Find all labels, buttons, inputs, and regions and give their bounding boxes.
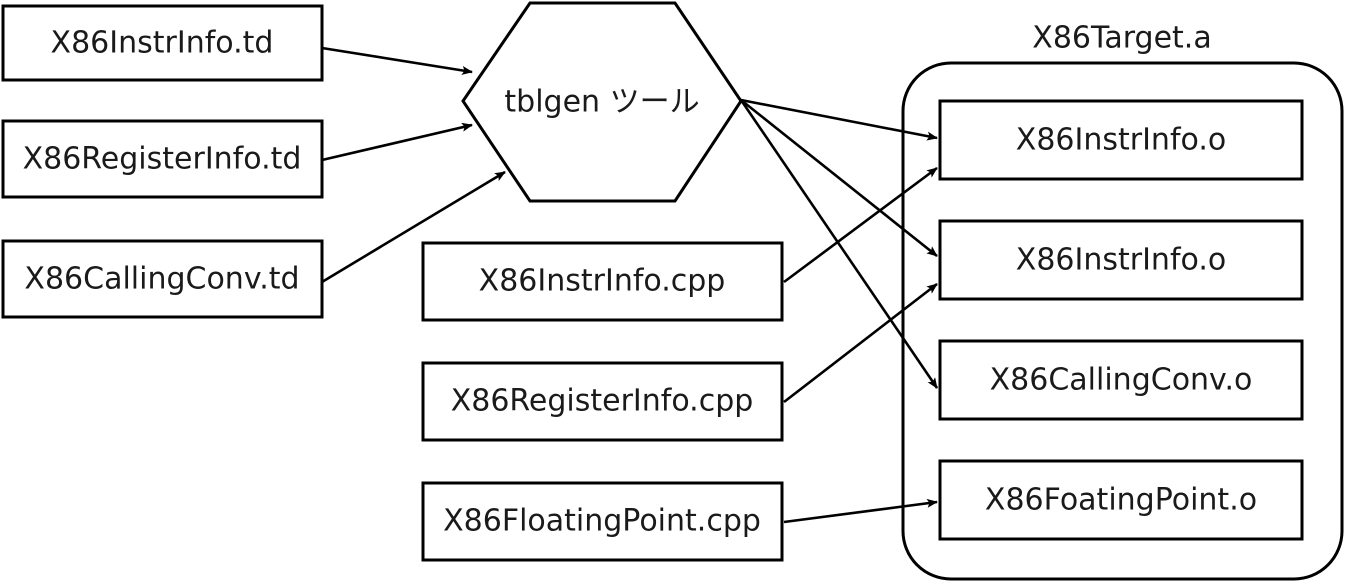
td-input-label-0: X86InstrInfo.td xyxy=(51,26,274,61)
td-input-node-1[interactable]: X86RegisterInfo.td xyxy=(1,119,324,199)
cpp-source-label-1: X86RegisterInfo.cpp xyxy=(451,384,754,419)
td-input-label-1: X86RegisterInfo.td xyxy=(23,142,302,177)
cpp-source-node-0[interactable]: X86InstrInfo.cpp xyxy=(421,241,784,322)
edge-callingconv-td-to-tblgen xyxy=(321,170,506,284)
object-box-1[interactable] xyxy=(938,219,1304,301)
edge-group xyxy=(321,46,939,524)
td-input-box-0[interactable] xyxy=(1,4,324,82)
archive-title: X86Target.a xyxy=(1032,21,1211,56)
object-node-3[interactable]: X86FoatingPoint.o xyxy=(938,459,1304,541)
td-input-box-2[interactable] xyxy=(1,239,324,319)
edge-instrinfo-cpp-to-instrinfo-o-2 xyxy=(783,166,938,284)
object-node-0[interactable]: X86InstrInfo.o xyxy=(938,99,1304,181)
td-input-node-2[interactable]: X86CallingConv.td xyxy=(1,239,324,319)
edge-tblgen-to-instrinfo-o-1 xyxy=(740,98,938,141)
cpp-source-label-0: X86InstrInfo.cpp xyxy=(479,264,726,299)
object-box-2[interactable] xyxy=(938,339,1304,421)
edge-registerinfo-cpp-to-instrinfo-o-2 xyxy=(783,282,938,404)
cpp-source-label-2: X86FloatingPoint.cpp xyxy=(443,504,761,539)
edge-tblgen-to-instrinfo-o-2 xyxy=(740,98,938,258)
td-input-label-2: X86CallingConv.td xyxy=(24,262,299,297)
edge-instrinfo-td-to-tblgen xyxy=(321,46,473,75)
archive-container xyxy=(901,61,1344,581)
object-label-0: X86InstrInfo.o xyxy=(1016,123,1226,158)
object-node-1[interactable]: X86InstrInfo.o xyxy=(938,219,1304,301)
td-input-box-1[interactable] xyxy=(1,119,324,199)
object-label-2: X86CallingConv.o xyxy=(990,363,1253,398)
object-node-2[interactable]: X86CallingConv.o xyxy=(938,339,1304,421)
cpp-source-node-2[interactable]: X86FloatingPoint.cpp xyxy=(421,481,784,562)
cpp-source-node-1[interactable]: X86RegisterInfo.cpp xyxy=(421,361,784,442)
tblgen-hexagon[interactable] xyxy=(461,1,743,203)
object-box-0[interactable] xyxy=(938,99,1304,181)
tblgen-tool-label: tblgen ツール xyxy=(504,85,699,120)
cpp-source-box-2[interactable] xyxy=(421,481,784,562)
tblgen-tool-node[interactable]: tblgen ツール xyxy=(461,1,743,203)
object-label-3: X86FoatingPoint.o xyxy=(985,483,1257,518)
object-label-1: X86InstrInfo.o xyxy=(1016,243,1226,278)
cpp-source-box-0[interactable] xyxy=(421,241,784,322)
cpp-source-box-1[interactable] xyxy=(421,361,784,442)
object-box-3[interactable] xyxy=(938,459,1304,541)
edge-floatingpoint-cpp-to-foatingpoint-o xyxy=(783,498,938,524)
td-input-node-0[interactable]: X86InstrInfo.td xyxy=(1,4,324,82)
edge-registerinfo-td-to-tblgen xyxy=(321,122,473,162)
